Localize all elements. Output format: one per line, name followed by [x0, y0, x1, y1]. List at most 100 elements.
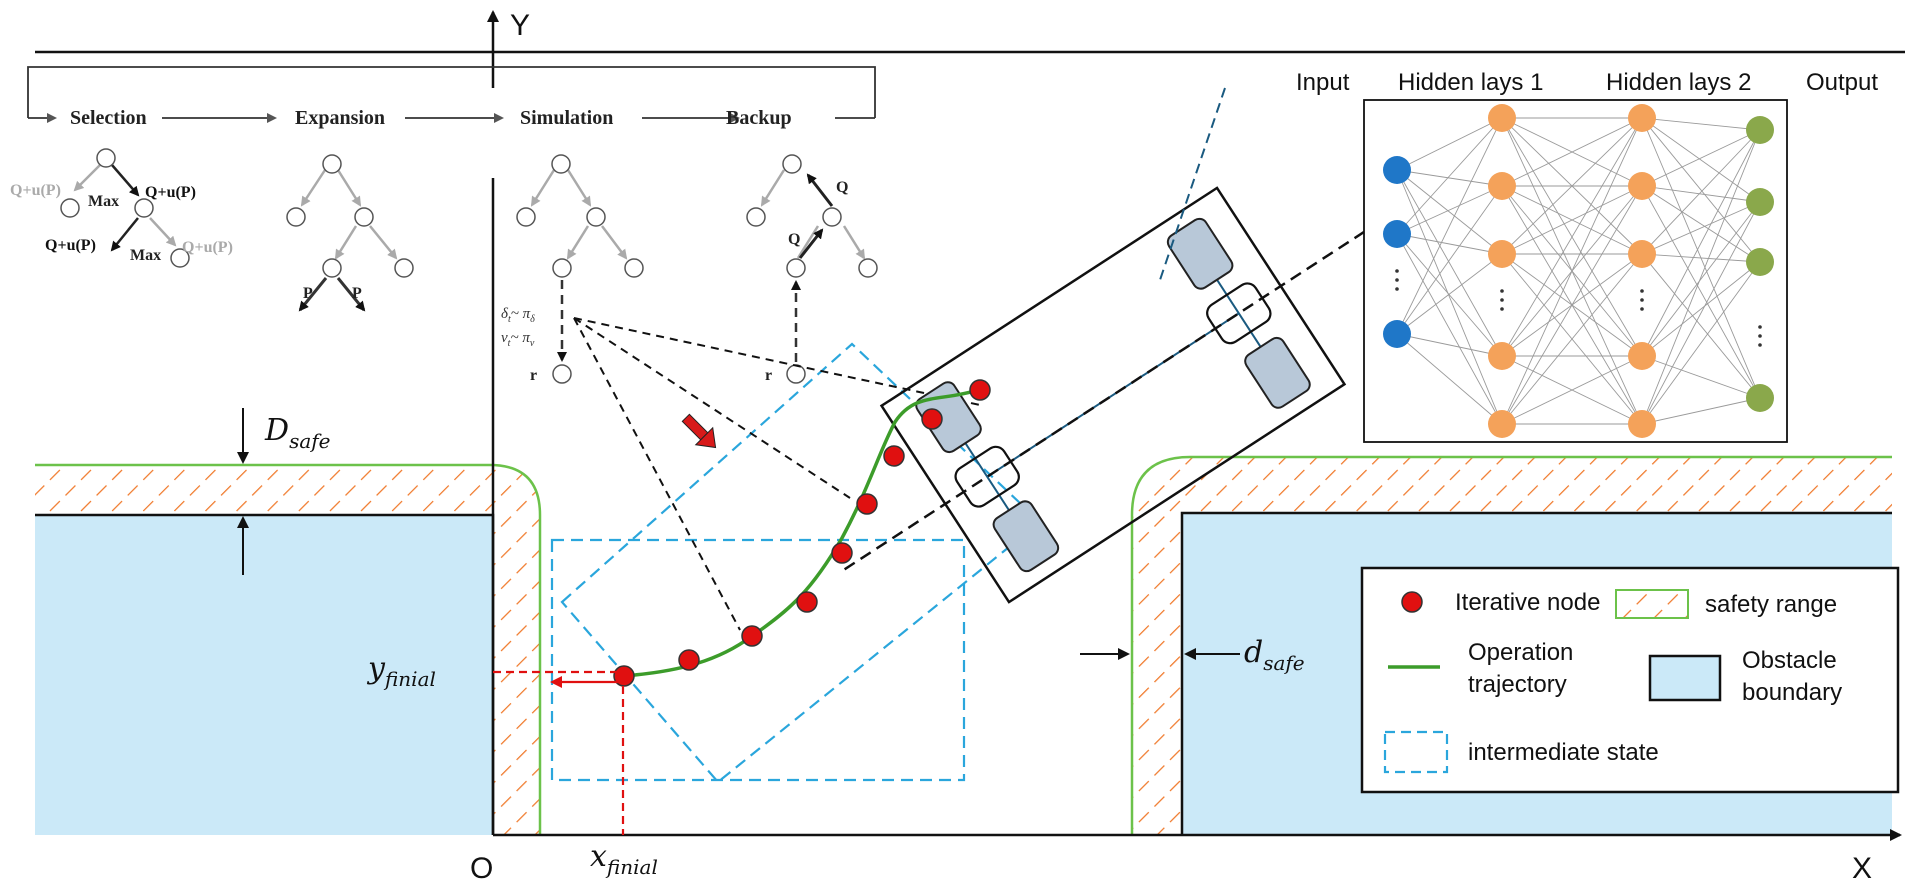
svg-text:P: P	[352, 285, 362, 302]
nn-node-hidden-2	[1628, 172, 1656, 200]
nn-node-input	[1383, 220, 1411, 248]
policy-v: vt~ πv	[501, 330, 535, 349]
nn-ellipsis-dot	[1395, 278, 1399, 282]
svg-text:Max: Max	[88, 193, 119, 210]
nn-label-hidden-2: Hidden lays 2	[1606, 69, 1751, 96]
x-axis-label: X	[1852, 852, 1872, 885]
nn-ellipsis-dot	[1500, 307, 1504, 311]
legend-intermediate-icon	[1383, 730, 1449, 774]
nn-edge	[1396, 117, 1503, 235]
nn-node-hidden-2	[1628, 410, 1656, 438]
nn-nodes	[1383, 104, 1774, 438]
y-axis-label: Y	[510, 9, 530, 42]
nn-edge	[1501, 117, 1643, 357]
nn-label-hidden-1: Hidden lays 1	[1398, 69, 1543, 96]
nn-edges	[1396, 117, 1761, 425]
d-safe-lower-label: dsafe	[1244, 635, 1305, 675]
heading-line	[1159, 87, 1226, 281]
nn-edge	[1641, 129, 1761, 357]
nn-node-output	[1746, 116, 1774, 144]
nn-ellipsis-dot	[1395, 287, 1399, 291]
nn-edge	[1396, 169, 1503, 357]
stage-expansion: Expansion	[295, 107, 385, 129]
nn-ellipsis-dot	[1758, 334, 1762, 338]
nn-edge	[1396, 333, 1503, 425]
y-finial-label: yfinial	[366, 651, 436, 691]
nn-edge	[1501, 117, 1643, 255]
legend-intermediate-state: intermediate state	[1468, 739, 1659, 766]
legend-operation-1: Operation	[1468, 639, 1573, 666]
nn-edge	[1396, 169, 1503, 255]
iterative-nodes	[613, 379, 991, 687]
nn-edge	[1641, 397, 1761, 425]
nn-node-hidden-1	[1488, 240, 1516, 268]
nn-box	[1363, 99, 1788, 443]
iterative-node	[883, 445, 905, 467]
nn-edge	[1501, 185, 1643, 255]
svg-text:P: P	[303, 285, 313, 302]
nn-node-output	[1746, 384, 1774, 412]
x-finial-label: xfinial	[590, 839, 658, 879]
selection-tree: Q+u(P) Q+u(P) Max Q+u(P) Max Q+u(P)	[10, 148, 233, 268]
nn-edge	[1641, 201, 1761, 425]
svg-text:Q+u(P): Q+u(P)	[145, 184, 196, 201]
intermediate-state-rect	[550, 538, 966, 782]
legend-obstacle-2: boundary	[1742, 679, 1842, 706]
direction-arrow	[681, 413, 717, 449]
legend-iterative-node: Iterative node	[1455, 589, 1600, 616]
nn-edge	[1641, 201, 1761, 357]
nn-edge	[1396, 253, 1503, 335]
operation-trajectory	[621, 388, 979, 678]
legend-safety-range: safety range	[1705, 591, 1837, 618]
nn-edge	[1641, 117, 1761, 203]
nn-edge	[1396, 233, 1503, 425]
svg-text:r: r	[530, 367, 537, 384]
nn-edge	[1396, 333, 1503, 357]
nn-edge	[1396, 185, 1503, 335]
nn-edge	[1396, 169, 1503, 187]
svg-text:Q+u(P): Q+u(P)	[182, 239, 233, 256]
legend-obstacle-1: Obstacle	[1742, 647, 1837, 674]
nn-ellipsis-dot	[1640, 289, 1644, 293]
iterative-node	[921, 408, 943, 430]
legend: Iterative node safety range Operation tr…	[1360, 566, 1900, 794]
legend-node-icon	[1401, 591, 1423, 613]
nn-label-input: Input	[1296, 69, 1350, 96]
nn-node-hidden-2	[1628, 104, 1656, 132]
legend-safety-icon	[1615, 589, 1689, 619]
nn-node-hidden-2	[1628, 342, 1656, 370]
nn-edge	[1396, 169, 1503, 425]
nn-ellipsis-dot	[1500, 298, 1504, 302]
nn-edge	[1641, 129, 1761, 187]
nn-ellipsis-dot	[1640, 307, 1644, 311]
nn-node-hidden-1	[1488, 172, 1516, 200]
nn-edge	[1641, 253, 1761, 399]
nn-node-output	[1746, 188, 1774, 216]
nn-ellipsis-dot	[1640, 298, 1644, 302]
nn-edge	[1641, 185, 1761, 263]
nn-node-hidden-1	[1488, 104, 1516, 132]
nn-edge	[1641, 261, 1761, 425]
nn-node-hidden-1	[1488, 410, 1516, 438]
svg-text:Q+u(P): Q+u(P)	[45, 237, 96, 254]
neural-network: Input Hidden lays 1 Hidden lays 2 Output	[1296, 69, 1878, 443]
iterative-node	[796, 591, 818, 613]
nn-edge	[1641, 201, 1761, 255]
svg-text:Q: Q	[836, 179, 848, 196]
policy-delta: δt~ πδ	[501, 306, 535, 325]
nn-edge	[1641, 117, 1761, 131]
nn-edge	[1641, 185, 1761, 203]
nn-edge	[1501, 117, 1643, 187]
nn-label-output: Output	[1806, 69, 1878, 96]
iterative-node	[678, 649, 700, 671]
nn-edge	[1396, 233, 1503, 357]
nn-node-input	[1383, 156, 1411, 184]
stage-selection: Selection	[70, 107, 147, 129]
iterative-node	[969, 379, 991, 401]
nn-edge	[1501, 185, 1643, 425]
nn-edge	[1641, 117, 1761, 263]
nn-edge	[1501, 117, 1643, 425]
mcts-panel: Selection Expansion Simulation Backup Q+…	[10, 66, 878, 384]
stage-backup: Backup	[726, 107, 792, 129]
nn-ellipsis-dot	[1758, 343, 1762, 347]
